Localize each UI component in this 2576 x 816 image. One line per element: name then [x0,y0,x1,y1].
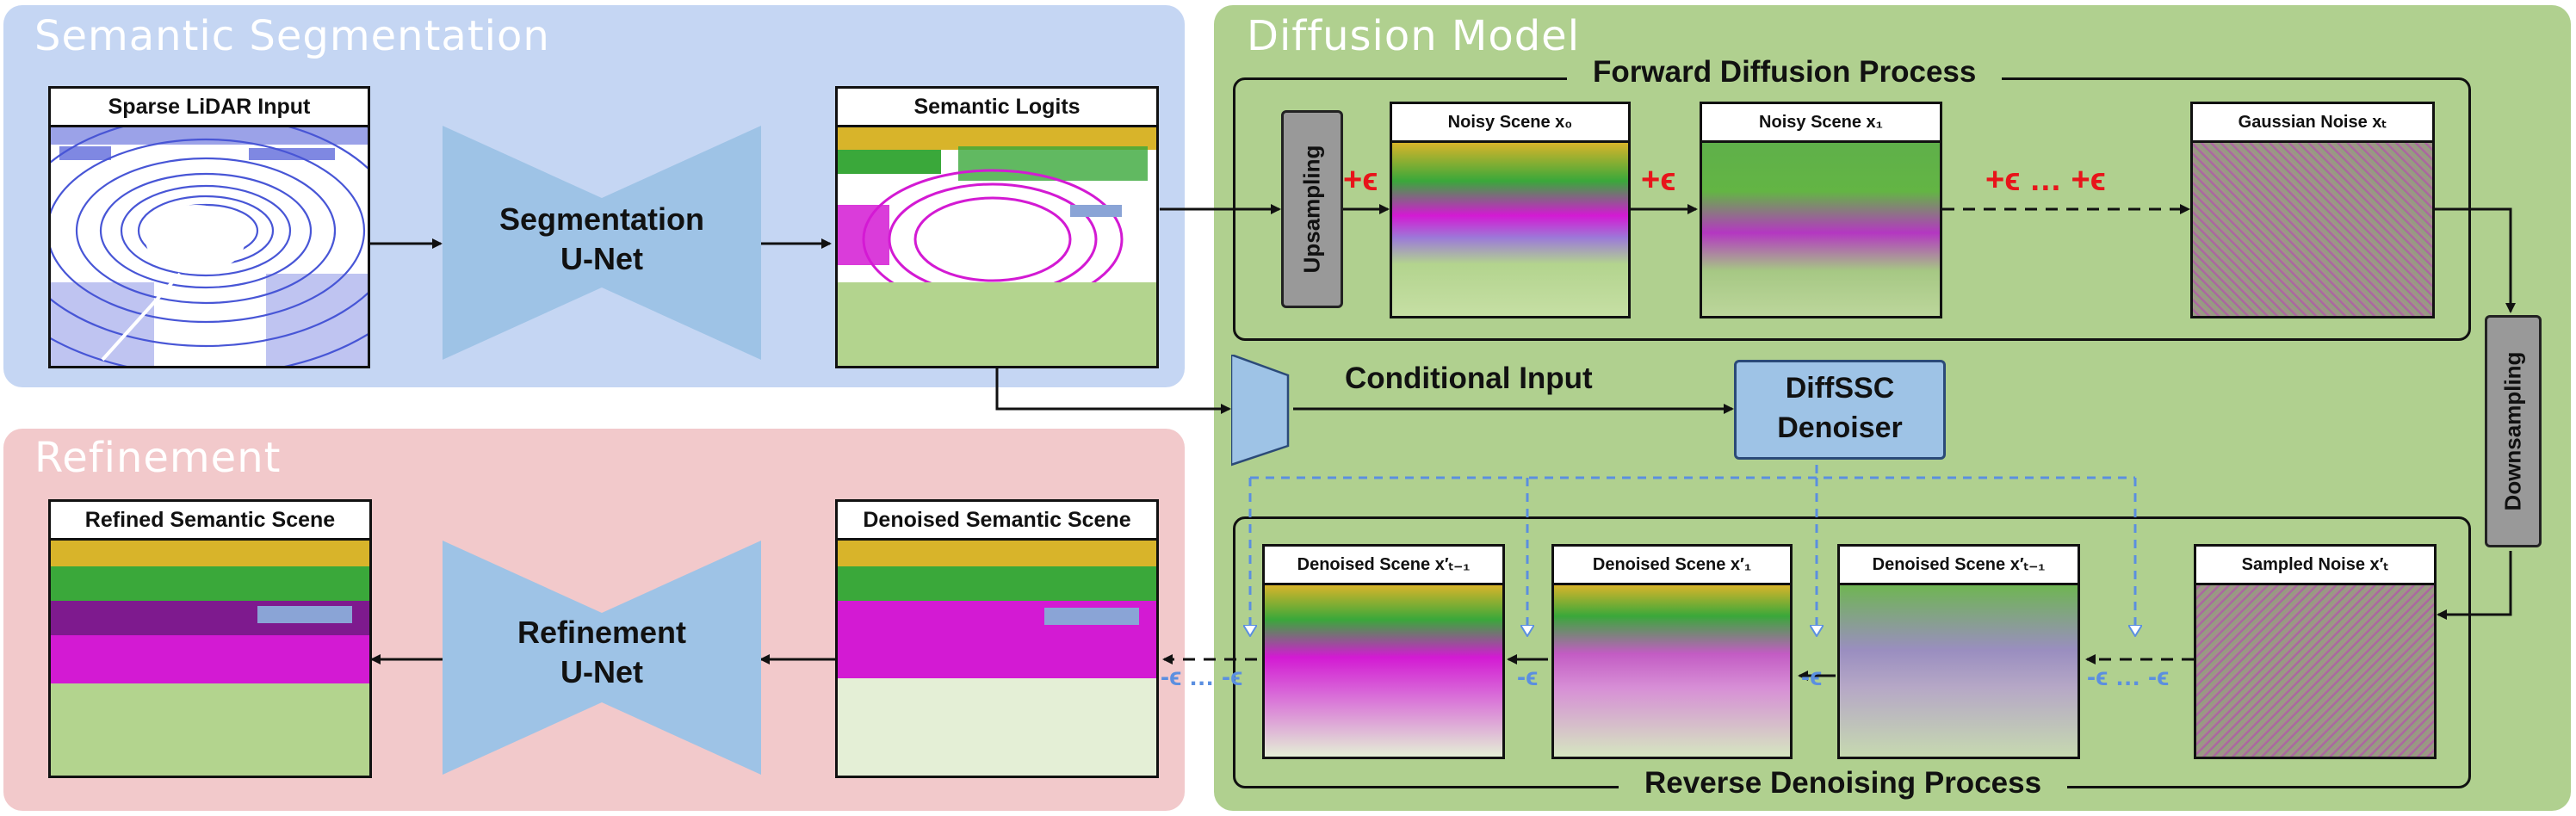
denoised-scene-t-minus-1-panel: Denoised Scene x′ₜ₋₁ [1837,544,2080,759]
denoised-semantic-scene-title: Denoised Semantic Scene [838,502,1156,541]
refined-semantic-graphic [51,541,369,776]
plus-eps-chain-operator: +ϵ … +ϵ [1985,162,2106,198]
lidar-input-panel: Sparse LiDAR Input [48,86,370,368]
minus-eps-operator-2: -ϵ [1801,663,1823,691]
segmentation-unet-line1: Segmentation [498,201,705,237]
semantic-logits-graphic [838,127,1156,366]
denoised-scene-t-minus-1-title: Denoised Scene x′ₜ₋₁ [1840,547,2078,585]
denoiser-line1: DiffSSC [1785,372,1895,405]
noisy-scene-x1-image [1702,143,1940,316]
refinement-unet-line1: Refinement [517,615,687,650]
denoised-scene-1-title: Denoised Scene x′₁ [1554,547,1790,585]
noisy-scene-x0-image [1392,143,1628,316]
segmentation-unet-line2: U-Net [560,241,643,276]
denoised-scene-final-image [1265,585,1502,757]
upsampling-label: Upsampling [1298,145,1325,274]
gaussian-noise-title: Gaussian Noise xₜ [2193,104,2432,143]
diffusion-model-title: Diffusion Model [1247,12,1581,60]
denoised-scene-final-panel: Denoised Scene x′ₜ₋₁ [1262,544,1505,759]
denoised-scene-final-title: Denoised Scene x′ₜ₋₁ [1265,547,1502,585]
minus-eps-operator-1: -ϵ [1517,663,1539,691]
conditional-encoder-shape [1231,355,1290,467]
gaussian-noise-panel: Gaussian Noise xₜ [2190,102,2435,318]
refinement-unet-shape [443,541,761,775]
semantic-logits-panel: Semantic Logits [835,86,1159,368]
denoised-semantic-scene-image [838,541,1156,776]
gaussian-noise-image [2193,143,2432,316]
denoised-scene-t-minus-1-image [1840,585,2078,757]
plus-eps-operator-2: +ϵ [1641,162,1676,198]
forward-process-title: Forward Diffusion Process [1567,55,2003,90]
noisy-scene-x0-panel: Noisy Scene x₀ [1390,102,1631,318]
refined-semantic-scene-title: Refined Semantic Scene [51,502,369,541]
conditional-input-label: Conditional Input [1345,362,1593,395]
semantic-logits-image [838,127,1156,366]
denoised-scene-1-image [1554,585,1790,757]
sampled-noise-title: Sampled Noise x′ₜ [2196,547,2434,585]
refinement-unet-label: Refinement U-Net [443,613,761,692]
lidar-input-title: Sparse LiDAR Input [51,89,368,127]
noisy-scene-x0-title: Noisy Scene x₀ [1392,104,1628,143]
lidar-scan-image [51,127,368,366]
noisy-scene-x1-panel: Noisy Scene x₁ [1700,102,1942,318]
denoised-semantic-scene-panel: Denoised Semantic Scene [835,499,1159,778]
diffssc-denoiser-label: DiffSSC Denoiser [1734,368,1946,448]
sampled-noise-image [2196,585,2434,757]
semantic-segmentation-title: Semantic Segmentation [34,12,550,60]
minus-eps-chain-left: -ϵ … -ϵ [1161,663,1243,691]
sampled-noise-panel: Sampled Noise x′ₜ [2194,544,2437,759]
lidar-scan-graphic [51,127,368,366]
segmentation-unet-label: Segmentation U-Net [443,200,761,279]
semantic-logits-title: Semantic Logits [838,89,1156,127]
downsampling-box [2485,315,2542,547]
refinement-unet-line2: U-Net [560,654,643,689]
reverse-process-title: Reverse Denoising Process [1619,766,2068,801]
downsampling-label: Downsampling [2499,351,2526,511]
diffssc-denoiser-box [1734,360,1946,460]
plus-eps-operator-1: +ϵ [1343,162,1378,198]
segmentation-unet-shape [443,126,761,360]
minus-eps-chain-right: -ϵ … -ϵ [2087,663,2170,691]
noisy-scene-x1-title: Noisy Scene x₁ [1702,104,1940,143]
refined-semantic-scene-image [51,541,369,776]
refined-semantic-scene-panel: Refined Semantic Scene [48,499,372,778]
refinement-title: Refinement [34,434,282,482]
denoiser-line2: Denoiser [1777,411,1903,444]
denoised-scene-1-panel: Denoised Scene x′₁ [1551,544,1793,759]
upsampling-box [1281,110,1343,308]
denoised-semantic-graphic [838,541,1156,776]
